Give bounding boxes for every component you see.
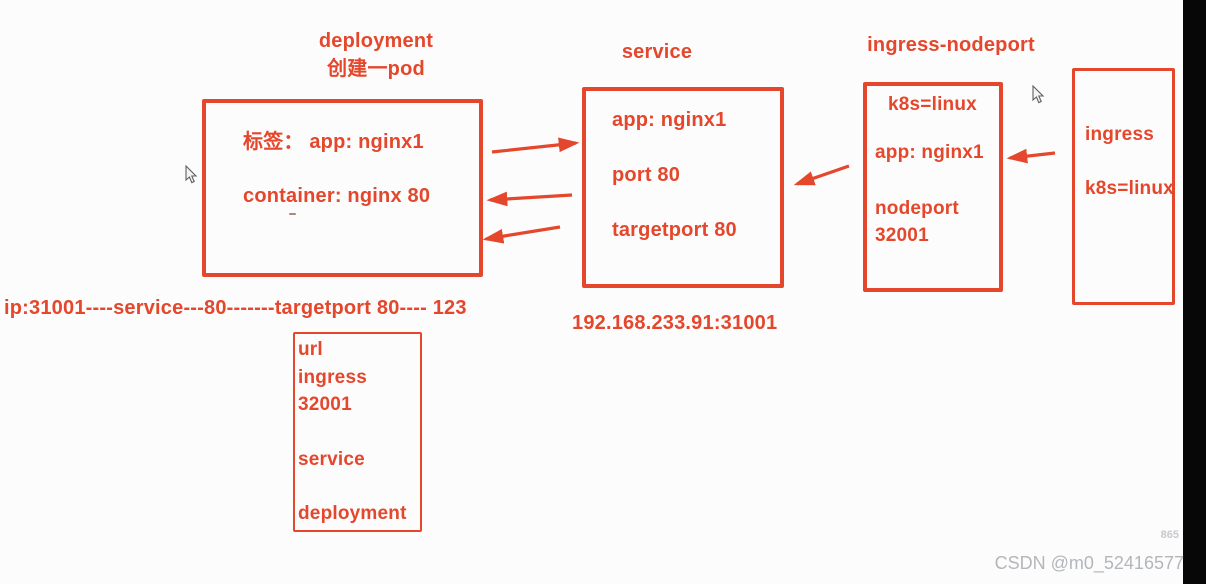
csdn-watermark: CSDN @m0_52416577	[994, 553, 1184, 573]
nodeport-line-port: 32001	[875, 225, 929, 246]
url-box-line-service: service	[298, 449, 365, 470]
arrow-nodeport-to-service	[793, 164, 850, 186]
deployment-container-line: container: nginx 80	[243, 185, 431, 207]
service-address: 192.168.233.91:31001	[572, 312, 778, 334]
ingress-nodeport-title: ingress-nodeport	[867, 34, 1035, 56]
service-line-port: port 80	[612, 164, 681, 186]
arrow-service-to-deployment-2	[482, 225, 561, 244]
flow-mapping-line: ip:31001----service---80-------targetpor…	[4, 297, 467, 319]
page-mark: 865	[1160, 529, 1179, 541]
deployment-subtitle: 创建一pod	[327, 58, 425, 80]
arrow-ingress-to-nodeport	[1006, 148, 1056, 164]
ingress-nodeport-box	[863, 82, 1003, 292]
nodeport-line-nodeport: nodeport	[875, 198, 959, 219]
url-box-line-deployment: deployment	[298, 503, 407, 524]
service-box	[582, 87, 784, 288]
deployment-label-line: 标签： app: nginx1	[243, 131, 424, 153]
service-line-app: app: nginx1	[612, 109, 727, 131]
service-title: service	[621, 41, 693, 63]
ingress-line-k8s: k8s=linux	[1085, 178, 1174, 199]
nodeport-line-k8s: k8s=linux	[888, 94, 977, 115]
dark-edge-panel	[1183, 0, 1206, 584]
url-box	[293, 332, 422, 532]
mouse-cursor-icon	[1032, 85, 1045, 104]
nodeport-line-app: app: nginx1	[875, 142, 984, 163]
ingress-line-title: ingress	[1085, 124, 1154, 145]
url-box-line-port: 32001	[298, 394, 352, 415]
deployment-box	[202, 99, 483, 277]
stray-mark	[289, 213, 296, 215]
arrow-deployment-to-service	[491, 137, 580, 154]
url-box-line-url: url	[298, 339, 323, 360]
mouse-cursor-icon	[185, 165, 198, 184]
url-box-line-ingress: ingress	[298, 367, 367, 388]
arrow-service-to-deployment-1	[486, 191, 573, 207]
deployment-title: deployment	[318, 30, 434, 52]
ingress-box	[1072, 68, 1175, 305]
service-line-targetport: targetport 80	[612, 219, 737, 241]
